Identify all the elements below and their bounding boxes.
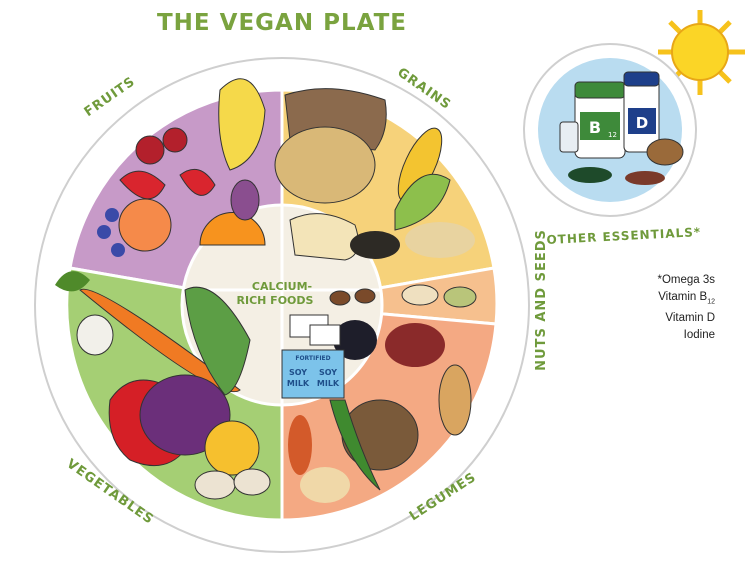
carton-soy-1: SOY: [289, 368, 307, 377]
note-vitamin-b-text: Vitamin B: [658, 291, 708, 303]
page-title: THE VEGAN PLATE: [157, 10, 407, 36]
carton-fortified: FORTIFIED: [295, 355, 330, 362]
vegetables-illustration: [55, 271, 271, 500]
fruits-illustration: [97, 78, 266, 257]
note-vitamin-b-subscript: 12: [707, 298, 715, 306]
b12-bottle-label: B: [589, 118, 601, 137]
calcium-label-line1: CALCIUM-: [252, 280, 312, 293]
other-essentials-notes: *Omega 3s Vitamin B12 Vitamin D Iodine: [620, 272, 715, 344]
nuts-and-seeds-label: NUTS AND SEEDS: [534, 229, 549, 371]
carton-soy-2: SOY: [319, 368, 337, 377]
legumes-illustration: [288, 320, 472, 503]
d-bottle-label: D: [636, 114, 648, 132]
carton-milk-1: MILK: [287, 379, 310, 388]
carton-milk-2: MILK: [317, 379, 340, 388]
calcium-label-line2: RICH FOODS: [237, 294, 314, 307]
sun-icon: [658, 10, 745, 95]
supplements-illustration: B 12 D: [559, 71, 684, 185]
note-omega: *Omega 3s: [657, 274, 715, 286]
nuts-illustration: [329, 284, 477, 308]
b12-bottle-subscript: 12: [608, 131, 617, 139]
note-iodine: Iodine: [683, 329, 715, 342]
grains-illustration: [274, 88, 475, 261]
soy-milk-carton: FORTIFIED SOY MILK SOY MILK: [281, 349, 345, 399]
calcium-illustration: FORTIFIED SOY MILK SOY MILK CALCIUM- RIC…: [184, 280, 345, 399]
other-essentials-label: OTHER ESSENTIALS*: [546, 225, 701, 247]
note-vitamin-b12: Vitamin B12: [620, 289, 715, 310]
note-vitamin-d: Vitamin D: [665, 312, 715, 325]
